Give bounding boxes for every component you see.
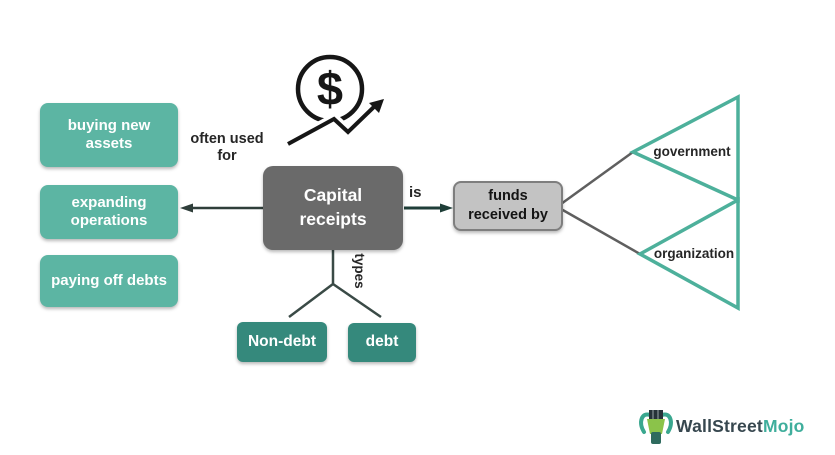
type-label: debt	[365, 333, 399, 351]
use-node-buying-new-assets: buying new assets	[40, 103, 178, 167]
types-connector-label: types	[352, 253, 367, 289]
type-label: Non-debt	[247, 332, 316, 350]
brand-wordmark: WallStreetMojo	[676, 416, 805, 437]
use-label: buying new assets	[67, 116, 151, 152]
is-connector-label: is	[409, 184, 422, 201]
funds-received-by-label: funds received by	[468, 188, 548, 223]
type-node-non-debt: Non-debt	[237, 322, 327, 362]
brand-name-primary: WallStreet	[676, 416, 763, 436]
bull-icon	[639, 410, 673, 444]
uses-arrow	[180, 203, 263, 213]
uses-connector-label: often used for	[190, 131, 264, 164]
capital-receipts-label: Capital receipts	[299, 185, 367, 229]
funds-received-by-node: funds received by	[453, 181, 563, 231]
dollar-growth-icon: $	[285, 54, 384, 149]
use-label: expanding operations	[70, 193, 148, 229]
receiver-label-government: government	[653, 144, 731, 159]
use-node-expanding-operations: expanding operations	[40, 185, 178, 239]
trend-arrowhead	[369, 99, 384, 113]
is-arrow	[404, 203, 453, 213]
type-node-debt: debt	[348, 323, 416, 362]
government-triangle	[629, 94, 740, 203]
dollar-icon-glyph: $	[317, 62, 343, 115]
use-node-paying-off-debts: paying off debts	[40, 255, 178, 307]
types-fork	[288, 250, 382, 319]
capital-receipts-node: Capital receipts	[263, 166, 403, 250]
organization-triangle	[636, 197, 740, 311]
receiver-label-organization: organization	[653, 246, 735, 261]
receivers-fork	[560, 150, 641, 256]
brand-name-accent: Mojo	[762, 416, 805, 436]
use-label: paying off debts	[51, 271, 167, 289]
